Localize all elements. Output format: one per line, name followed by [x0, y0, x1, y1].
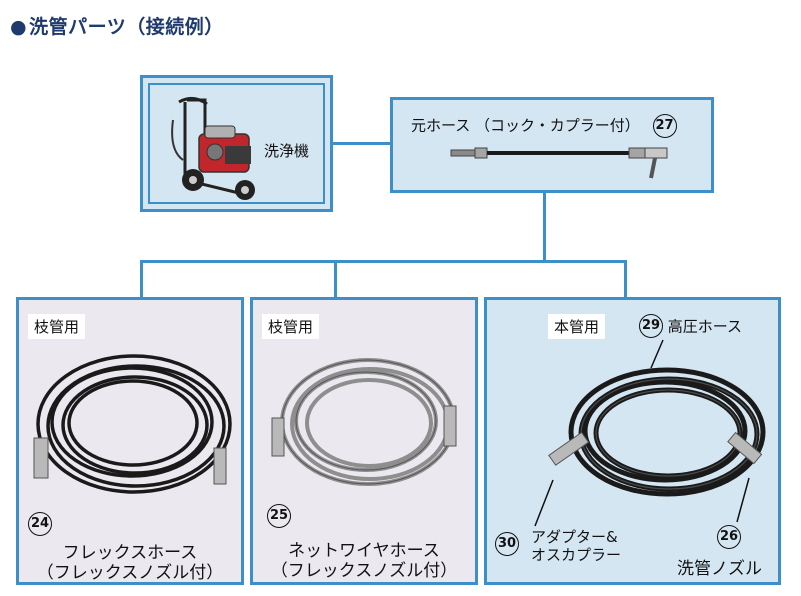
- connector-right: [624, 260, 627, 300]
- high-pressure-hose-label: 29 高圧ホース: [639, 314, 742, 338]
- part-number-25: 25: [267, 504, 291, 528]
- adapter-label-line1: アダプター&: [531, 528, 618, 546]
- part-number-30: 30: [495, 532, 519, 556]
- high-pressure-hose-image: [534, 339, 766, 527]
- main-hose-label: 元ホース （コック・カプラー付） 27: [411, 114, 677, 138]
- adapter-label: 30: [495, 526, 519, 556]
- panel-flex-hose: 枝管用 24 フレックスホース （フレックスノズル付）: [16, 297, 244, 585]
- flex-hose-name-line1: フレックスホース: [62, 543, 198, 563]
- panel-tag: 枝管用: [262, 314, 320, 339]
- page-title: ●洗管パーツ（接続例）: [10, 16, 224, 38]
- net-wire-hose-name-line1: ネットワイヤホース: [288, 541, 440, 561]
- part-number-26: 26: [717, 525, 741, 549]
- connector-washer-to-hose: [328, 142, 392, 145]
- main-hose-box: 元ホース （コック・カプラー付） 27: [390, 97, 714, 193]
- part-number-25-wrap: 25: [267, 504, 291, 528]
- part-number-24-wrap: 24: [28, 512, 52, 536]
- panel-tag: 枝管用: [28, 314, 86, 339]
- connector-middle: [334, 260, 337, 300]
- washer-label: 洗浄機: [264, 142, 310, 160]
- net-wire-hose-name-line2: （フレックスノズル付）: [270, 561, 458, 581]
- bullet-icon: ●: [10, 16, 28, 38]
- connector-vertical-top: [543, 193, 546, 262]
- main-hose-image: [450, 147, 668, 179]
- flex-hose-name-line2: （フレックスノズル付）: [36, 563, 224, 583]
- nozzle-label: 洗管ノズル: [677, 559, 762, 579]
- pressure-washer-image: [171, 97, 255, 200]
- connector-left: [140, 260, 143, 300]
- flex-hose-image: [33, 354, 232, 494]
- part-number-26-wrap: 26: [717, 525, 741, 549]
- part-number-29: 29: [639, 314, 663, 338]
- panel-net-wire-hose: 枝管用 25 ネットワイヤホース （フレックスノズル付）: [250, 297, 478, 585]
- panel-main-pipe: 本管用 29 高圧ホース 30 アダプター& オスカプラー 26 洗管ノズル: [484, 297, 781, 585]
- adapter-label-line2: オスカプラー: [531, 546, 622, 564]
- panel-tag: 本管用: [548, 314, 606, 339]
- part-number-27: 27: [652, 114, 677, 138]
- washer-box: 洗浄機: [140, 75, 333, 212]
- connector-horizontal: [140, 260, 626, 263]
- net-wire-hose-image: [271, 358, 457, 486]
- part-number-24: 24: [28, 512, 52, 536]
